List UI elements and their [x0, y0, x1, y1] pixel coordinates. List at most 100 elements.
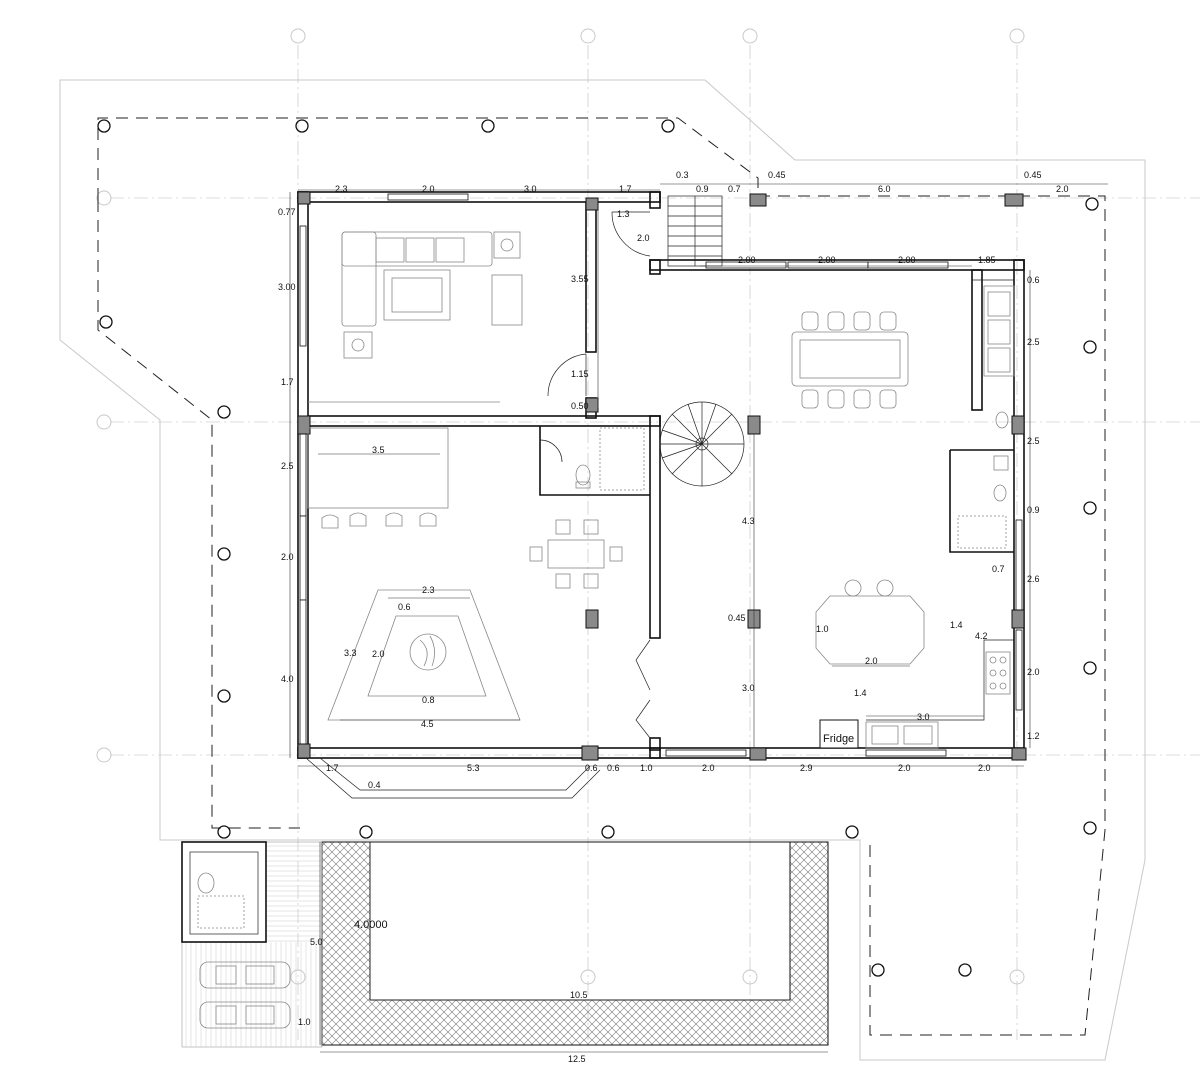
straight-stair-icon: [667, 195, 723, 267]
dim-kt-1: 0.7: [992, 564, 1005, 574]
dim-right-2: 2.5: [1027, 337, 1040, 347]
roof-overhang-dashed: [97, 117, 759, 200]
car-icon: [199, 961, 291, 1029]
dim-left-4: 2.5: [281, 461, 294, 471]
dining-table-large: [791, 311, 909, 409]
dim-left-3: 1.7: [281, 377, 294, 387]
dim-kw-4: 1.85: [978, 255, 996, 265]
stove-icon: [985, 651, 1011, 695]
dim-kt-5: 2.0: [865, 656, 878, 666]
dim-fire-4: 2.0: [372, 649, 385, 659]
columns: [297, 191, 1027, 761]
dim-bottom-6: 1.0: [640, 763, 653, 773]
dim-top-3: 3.0: [524, 184, 537, 194]
kitchen-island: [307, 401, 500, 529]
dim-fire-3: 3.3: [344, 648, 357, 658]
dining-table-icon: [529, 519, 623, 589]
dim-fire-2: 0.6: [398, 602, 411, 612]
doors: [539, 211, 651, 739]
pool-hatch: [321, 841, 829, 1046]
sink-icon: [865, 721, 939, 749]
exterior-posts: [97, 119, 1099, 977]
dim-right-1: 0.6: [1027, 275, 1040, 285]
dim-center-3: 3.0: [742, 683, 755, 693]
site-outline: [59, 79, 1146, 1061]
fridge-label: Fridge: [823, 733, 854, 745]
dim-kt-4: 4.2: [975, 631, 988, 641]
dim-stair-1: 0.3: [676, 170, 689, 180]
roof-overhang-left: [97, 200, 300, 829]
dim-pool-2: 10.5: [570, 990, 588, 1000]
dim-left-6: 4.0: [281, 674, 294, 684]
deck-lines: [185, 845, 322, 1047]
dim-left-5: 2.0: [281, 552, 294, 562]
dim-stair-side-2: 2.0: [637, 233, 650, 243]
windows: [299, 193, 1023, 757]
dim-right-4: 0.9: [1027, 505, 1040, 515]
dim-pool-4: 1.0: [298, 1017, 311, 1027]
dim-left-1: 0.77: [278, 207, 296, 217]
dim-stair-7: 2.0: [1056, 184, 1069, 194]
dim-bottom-8: 2.9: [800, 763, 813, 773]
roof-overhang-right: [758, 195, 1106, 1036]
dim-right-5: 2.6: [1027, 574, 1040, 584]
dim-part-2: 1.15: [571, 369, 589, 379]
grid-bubbles: [96, 28, 1025, 985]
bay-window: [305, 757, 601, 799]
dim-dining-1: 3.5: [372, 445, 385, 455]
dim-part-3: 0.50: [571, 401, 589, 411]
dim-stair-2: 0.9: [696, 184, 709, 194]
dim-kw-3: 2.00: [898, 255, 916, 265]
dim-bottom-9: 2.0: [898, 763, 911, 773]
dim-kt-2: 1.0: [816, 624, 829, 634]
dim-bottom-2: 0.4: [368, 780, 381, 790]
dim-right-6: 2.0: [1027, 667, 1040, 677]
dim-center-2: 0.45: [728, 613, 746, 623]
dim-pool-5: 12.5: [568, 1054, 586, 1064]
dim-bottom-3: 5.3: [467, 763, 480, 773]
dim-top-2: 2.0: [422, 184, 435, 194]
dim-stair-4: 0.45: [768, 170, 786, 180]
toilet-icon: [575, 411, 1009, 549]
kitchen-table: [815, 579, 925, 665]
dim-left-2: 3.00: [278, 282, 296, 292]
dim-bottom-7: 2.0: [702, 763, 715, 773]
spiral-stair-icon: [659, 401, 745, 487]
dim-kw-2: 2.00: [818, 255, 836, 265]
dim-stair-side-1: 1.3: [617, 209, 630, 219]
bay-window-inner: [319, 757, 591, 791]
dimension-lines: [289, 183, 1108, 1053]
dim-kt-7: 3.0: [917, 712, 930, 722]
fridge: Fridge: [819, 719, 859, 749]
dim-right-3: 2.5: [1027, 436, 1040, 446]
exterior-walls: [297, 191, 1025, 759]
dim-bottom-5: 0.6: [607, 763, 620, 773]
dim-kt-6: 1.4: [854, 688, 867, 698]
sideboard: [983, 285, 1015, 377]
dim-top-4: 1.7: [619, 184, 632, 194]
dim-pool-1: 4.0000: [354, 919, 388, 931]
dim-bottom-4: 0.6: [585, 763, 598, 773]
garden-wc: [181, 841, 267, 943]
dim-part-1: 3.55: [571, 274, 589, 284]
dim-kw-1: 2.00: [738, 255, 756, 265]
dim-fire-1: 2.3: [422, 585, 435, 595]
dim-pool-3: 5.0: [310, 937, 323, 947]
kitchen-counter: [866, 639, 1014, 721]
dim-stair-3: 0.7: [728, 184, 741, 194]
dim-stair-6: 0.45: [1024, 170, 1042, 180]
dim-kt-3: 1.4: [950, 620, 963, 630]
dim-right-7: 1.2: [1027, 731, 1040, 741]
dim-fire-5: 0.8: [422, 695, 435, 705]
dim-center-1: 4.3: [742, 516, 755, 526]
dim-bottom-10: 2.0: [978, 763, 991, 773]
interior-walls: [307, 201, 1014, 751]
grid-lines: [110, 45, 1200, 1040]
dim-fire-6: 4.5: [421, 719, 434, 729]
dim-bottom-1: 1.7: [326, 763, 339, 773]
dim-stair-5: 6.0: [878, 184, 891, 194]
sofa-icon: [341, 231, 523, 359]
dim-top-1: 2.3: [335, 184, 348, 194]
dimension-labels: 2.3 2.0 3.0 1.7 0.3 0.9 0.7 0.45 6.0 0.4…: [278, 170, 1069, 1064]
